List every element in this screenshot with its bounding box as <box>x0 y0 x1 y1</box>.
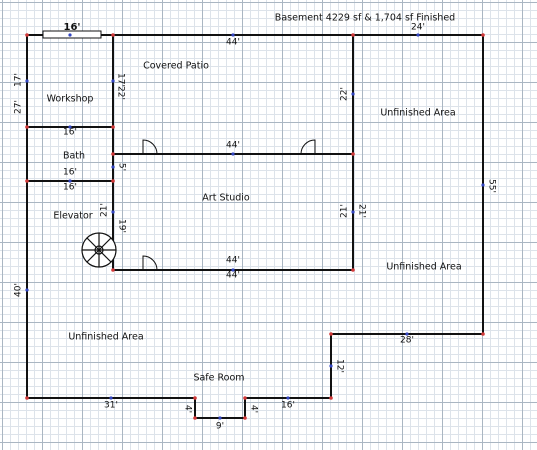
dim-bath-inner: 16' <box>63 167 77 178</box>
dim-workshop-bottom: 16' <box>63 127 77 138</box>
room-unfinished-ne: Unfinished Area <box>380 107 456 119</box>
room-bath: Bath <box>62 150 86 162</box>
dim-notch-bottom: 28' <box>400 335 414 346</box>
room-art-studio: Art Studio <box>202 192 250 204</box>
dim-notch-side: 12' <box>334 359 345 373</box>
dim-bath-bottom: 16' <box>63 182 77 193</box>
dim-step-bottom: 9' <box>215 421 225 432</box>
dim-left-workshop: 27' <box>13 100 24 114</box>
top-left-dimension-bar <box>42 30 102 39</box>
dim-studio-bottom-a: 44' <box>226 255 240 266</box>
dim-left-upper: 17' <box>13 73 24 87</box>
dim-top-patio: 44' <box>226 37 240 48</box>
dim-stair-right: 19' <box>116 219 127 233</box>
dim-bottom-left: 31' <box>104 400 118 411</box>
spiral-stair <box>81 232 117 268</box>
room-safe-room: Safe Room <box>193 372 245 384</box>
dim-left-lower: 40' <box>13 283 24 297</box>
plan-title: Basement 4229 sf & 1,704 sf Finished <box>274 12 456 24</box>
dim-bath-right: 5' <box>116 162 127 172</box>
dim-right-outer: 55' <box>486 179 497 193</box>
dim-step-right: 4' <box>248 404 259 414</box>
wall-midpoints <box>25 33 485 420</box>
dim-step-left: 4' <box>182 404 193 414</box>
doors <box>142 139 316 271</box>
door-swing-studio-2 <box>300 139 316 155</box>
dim-studio-right-b: 21' <box>356 204 367 218</box>
dim-patio-left-b: 22' <box>115 86 126 100</box>
wall-joints <box>25 33 485 420</box>
dim-patio-right: 22' <box>339 87 350 101</box>
outer-wall <box>26 34 484 419</box>
dim-patio-left: 17' <box>115 73 126 87</box>
dim-studio-right-a: 21' <box>339 204 350 218</box>
room-elevator: Elevator <box>53 210 93 222</box>
dim-elevator-right: 21' <box>99 203 110 217</box>
room-unfinished-sw: Unfinished Area <box>68 331 144 343</box>
door-swing-studio-3 <box>142 255 158 271</box>
room-workshop: Workshop <box>46 93 94 105</box>
room-covered-patio: Covered Patio <box>143 60 209 72</box>
dim-studio-bottom-b: 44' <box>226 270 240 281</box>
dim-bottom-right: 16' <box>281 400 295 411</box>
door-swing-studio-1 <box>142 139 158 155</box>
dim-top-right: 24' <box>411 22 425 33</box>
room-unfinished-e: Unfinished Area <box>386 261 462 273</box>
dim-top-left: 16' <box>63 22 81 33</box>
walls <box>26 34 484 419</box>
dim-studio-top: 44' <box>226 140 240 151</box>
